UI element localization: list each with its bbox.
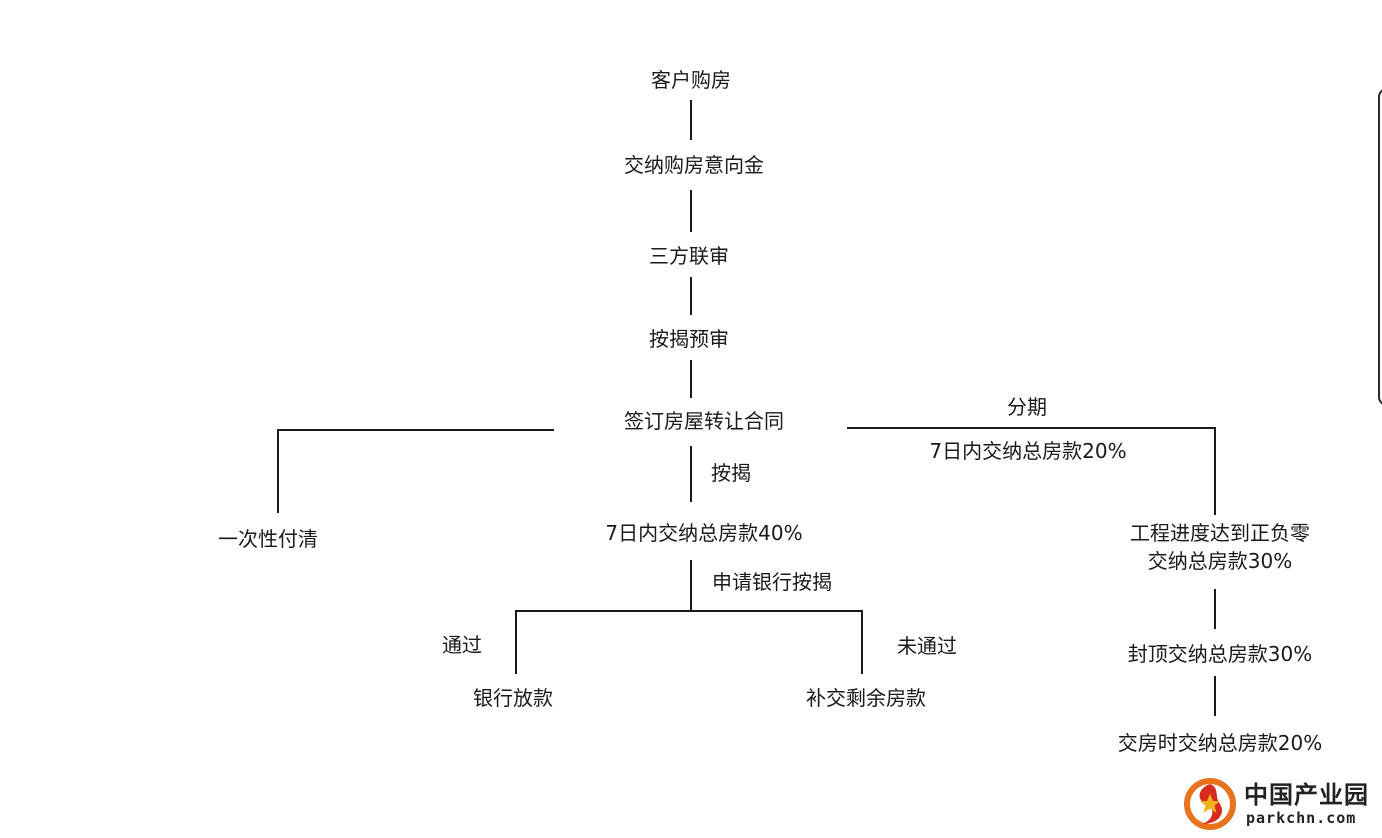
connector-1 <box>690 100 692 140</box>
node-lump-sum: 一次性付清 <box>218 527 318 551</box>
parkchn-logo: 中国产业园 parkchn.com <box>1184 776 1374 832</box>
connector-split-horizontal <box>515 610 863 612</box>
node-sign-contract: 签订房屋转让合同 <box>624 409 784 433</box>
node-mortgage-prereview: 按揭预审 <box>649 327 729 351</box>
node-bank-loan: 银行放款 <box>473 686 553 710</box>
node-customer-purchase: 客户购房 <box>651 68 731 92</box>
node-progress-zero-line: 工程进度达到正负零 <box>1130 521 1310 545</box>
label-approved: 通过 <box>442 633 482 657</box>
logo-domain: parkchn.com <box>1246 809 1357 827</box>
label-installment: 分期 <box>1007 395 1047 419</box>
connector-2 <box>690 190 692 232</box>
logo-name-cn: 中国产业园 <box>1244 781 1369 809</box>
connector-left-horizontal <box>278 429 554 431</box>
connector-rejected <box>861 610 863 674</box>
connector-4 <box>690 360 692 398</box>
connector-approved <box>515 610 517 674</box>
right-edge-frame <box>1378 88 1382 406</box>
connector-left-vertical <box>277 429 279 513</box>
connector-mortgage <box>690 446 692 502</box>
connector-topping <box>1214 589 1216 629</box>
label-apply-bank-mortgage: 申请银行按揭 <box>712 570 832 594</box>
label-pay-20-percent-7days: 7日内交纳总房款20% <box>929 439 1127 463</box>
label-rejected: 未通过 <box>897 634 957 658</box>
node-pay-30-percent: 交纳总房款30% <box>1147 549 1293 573</box>
logo-mark-icon <box>1184 778 1236 830</box>
connector-right-horizontal <box>847 427 1216 429</box>
node-pay-40-percent: 7日内交纳总房款40% <box>605 521 803 545</box>
connector-apply <box>690 560 692 612</box>
node-topping-out-pay-30: 封顶交纳总房款30% <box>1127 642 1313 666</box>
node-pay-intent-deposit: 交纳购房意向金 <box>624 153 764 177</box>
connector-right-vertical <box>1214 427 1216 515</box>
node-handover-pay-20: 交房时交纳总房款20% <box>1117 731 1323 755</box>
connector-3 <box>690 277 692 315</box>
connector-handover <box>1214 676 1216 716</box>
node-tripartite-review: 三方联审 <box>649 244 729 268</box>
label-mortgage: 按揭 <box>711 461 751 485</box>
node-pay-remaining: 补交剩余房款 <box>806 686 926 710</box>
